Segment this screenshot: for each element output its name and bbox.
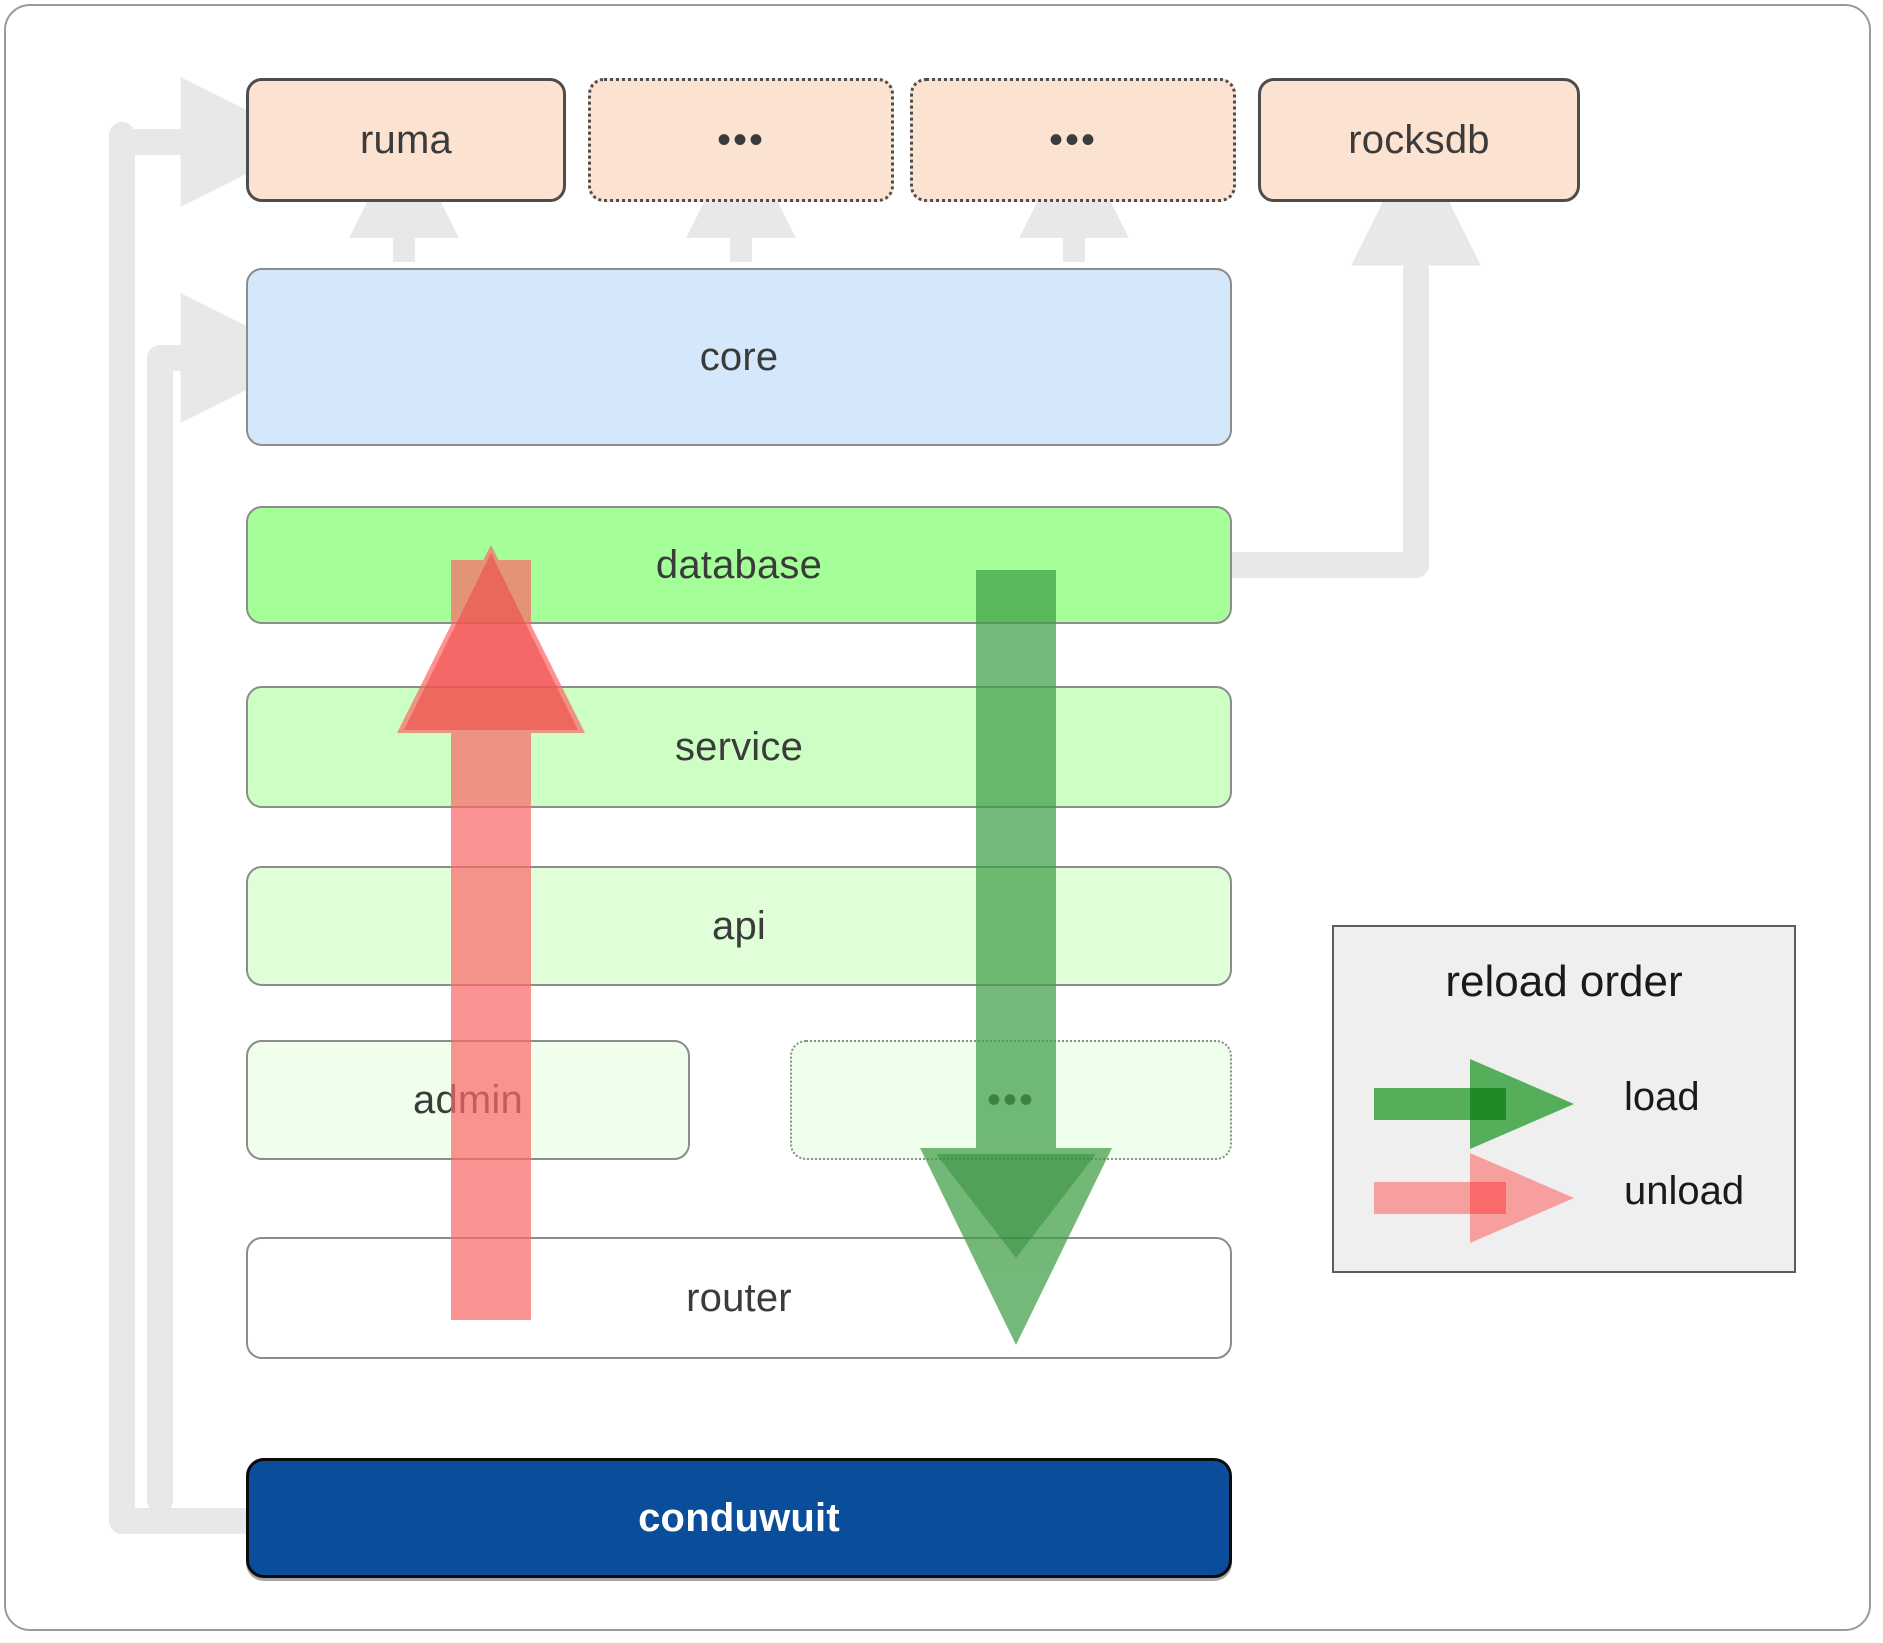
layer-node-database[interactable]: database xyxy=(246,506,1232,624)
connector-database-to-rocksdb xyxy=(1219,135,1481,578)
unload-arrow-core xyxy=(404,553,578,730)
connector-conduwuit-trunk xyxy=(109,122,256,1534)
layer-node-router-label: router xyxy=(686,1275,792,1320)
layer-node-service-label: service xyxy=(674,724,804,769)
legend-unload-arrow-icon xyxy=(1374,1153,1574,1243)
legend-label-unload: unload xyxy=(1624,1169,1745,1213)
load-arrow xyxy=(920,570,1112,1345)
layer-node-database-label: database xyxy=(655,542,823,587)
load-arrow-core xyxy=(936,1154,1096,1258)
layer-node-api[interactable]: api xyxy=(246,866,1232,986)
layer-node-core[interactable]: core xyxy=(246,268,1232,446)
legend-label-load: load xyxy=(1624,1075,1700,1119)
connector-core-riser xyxy=(147,293,311,1513)
legend-row-load: load xyxy=(1334,1059,1794,1149)
layer-node-core-label: core xyxy=(699,334,779,379)
root-node-conduwuit-label: conduwuit xyxy=(638,1495,840,1540)
legend-load-arrow-icon xyxy=(1374,1059,1574,1149)
legend-row-unload: unload xyxy=(1334,1153,1794,1243)
layer-node-api-label: api xyxy=(712,903,766,948)
legend-title: reload order xyxy=(1445,957,1683,1006)
legend-panel: reload order load unload xyxy=(1332,925,1796,1273)
root-node-conduwuit[interactable]: conduwuit xyxy=(246,1458,1232,1578)
layer-node-router[interactable]: router xyxy=(246,1237,1232,1359)
